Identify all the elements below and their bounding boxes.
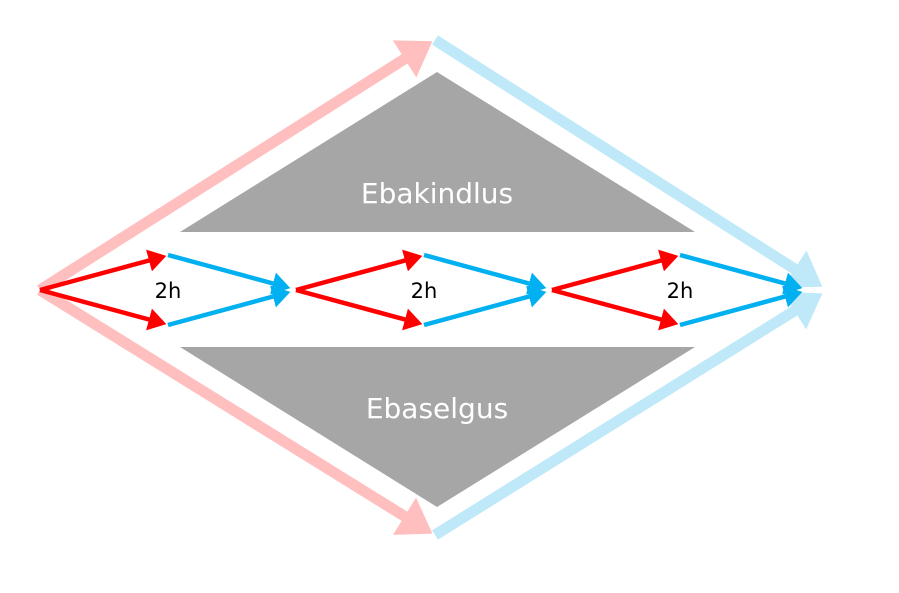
segment-lower-blue-arrow — [423, 285, 547, 328]
segment-upper-blue-arrow — [423, 252, 547, 295]
upper-region-label: Ebakindlus — [361, 177, 513, 210]
segment-upper-red-arrow — [295, 249, 423, 293]
segment-upper-red-arrow — [39, 249, 167, 293]
segment-lower-blue-arrow — [167, 285, 291, 328]
outer-upper-blue-arrow — [432, 35, 823, 288]
lower-region-label: Ebaselgus — [366, 392, 508, 425]
lower-uncertainty-triangle — [180, 347, 695, 507]
segment-lower-blue-arrow — [679, 285, 803, 328]
segment-duration-label: 2h — [411, 279, 438, 303]
segment-upper-red-arrow — [551, 249, 679, 293]
segment-duration-label: 2h — [155, 279, 182, 303]
segment-lower-red-arrow — [295, 287, 423, 331]
segment-lower-red-arrow — [39, 287, 167, 331]
segment-upper-blue-arrow — [167, 252, 291, 295]
segment-lower-red-arrow — [551, 287, 679, 331]
upper-uncertainty-triangle — [180, 72, 695, 232]
outer-upper-red-arrow — [37, 40, 433, 295]
segment-upper-blue-arrow — [679, 252, 803, 295]
outer-lower-red-arrow — [37, 285, 433, 535]
segment-duration-label: 2h — [667, 279, 694, 303]
outer-lower-blue-arrow — [432, 292, 823, 540]
